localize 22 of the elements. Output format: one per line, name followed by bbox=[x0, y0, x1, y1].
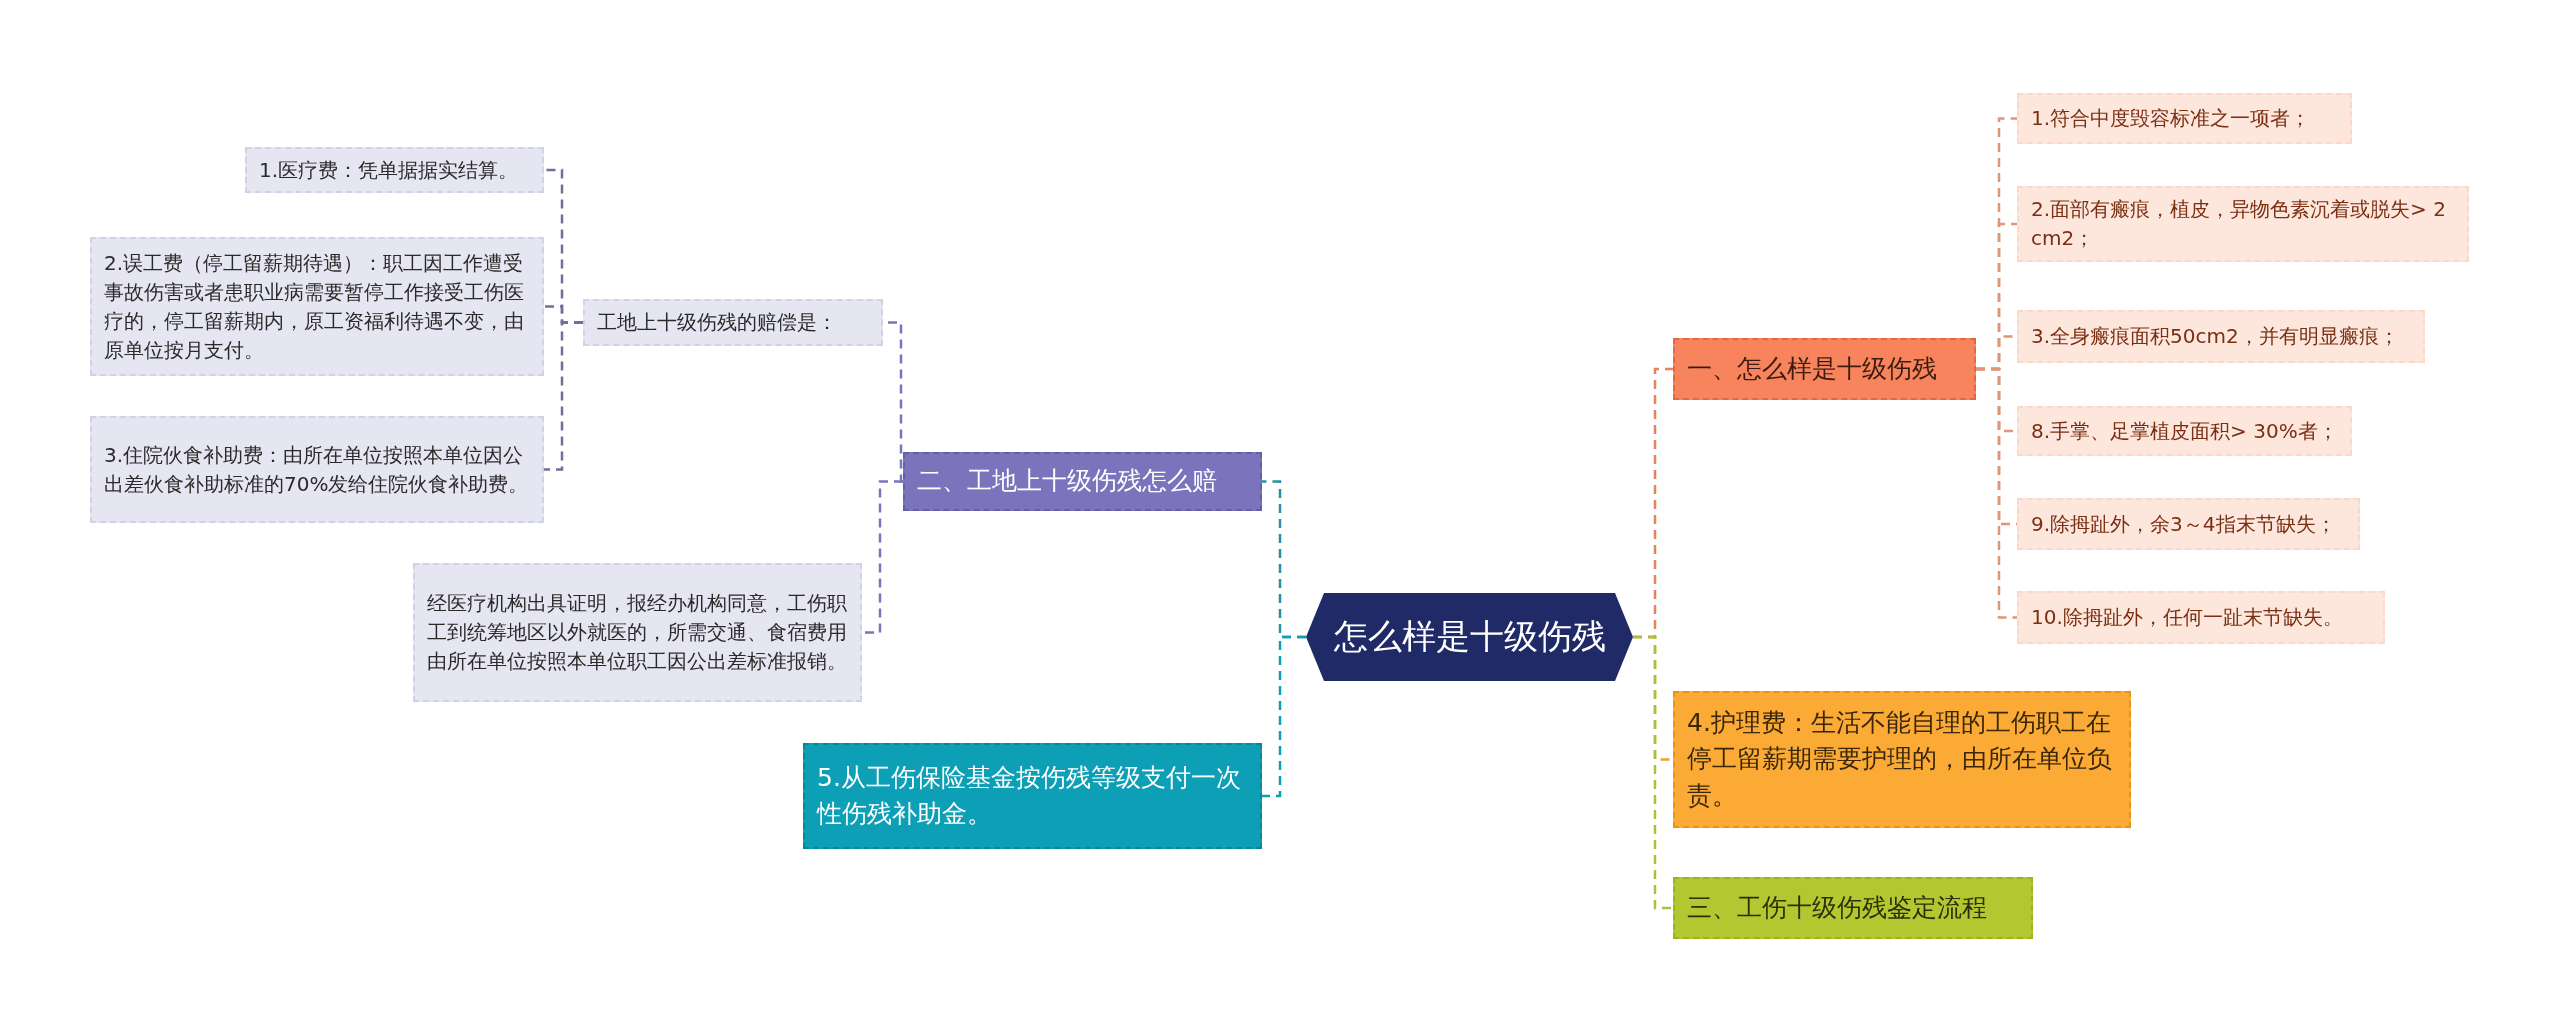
subtopic-box: 9.除拇趾外，余3～4指末节缺失； bbox=[2017, 498, 2360, 550]
subtopic-box: 8.手掌、足掌植皮面积> 30%者； bbox=[2017, 406, 2352, 456]
connector-line bbox=[1633, 635, 1673, 910]
subtopic-box: 3.住院伙食补助费：由所在单位按照本单位因公出差伙食补助标准的70%发给住院伙食补助费。 bbox=[90, 416, 544, 523]
subtopic-box: 2.面部有瘢痕，植皮，异物色素沉着或脱失> 2 cm2； bbox=[2017, 186, 2469, 262]
topic-box: 一、怎么样是十级伤残 bbox=[1673, 338, 1976, 400]
topic-box: 5.从工伤保险基金按伤残等级支付一次性伤残补助金。 bbox=[803, 743, 1262, 849]
connector-line bbox=[862, 480, 903, 634]
topic-box: 三、工伤十级伤残鉴定流程 bbox=[1673, 877, 2033, 939]
subtopic-box: 1.符合中度毁容标准之一项者； bbox=[2017, 93, 2352, 144]
central-topic: 怎么样是十级伤残 bbox=[1306, 593, 1633, 681]
subtopic-box: 工地上十级伤残的赔偿是： bbox=[583, 299, 883, 346]
subtopic-box: 3.全身瘢痕面积50cm2，并有明显瘢痕； bbox=[2017, 310, 2425, 363]
subtopic-box: 10.除拇趾外，任何一趾末节缺失。 bbox=[2017, 591, 2385, 644]
subtopic-box: 经医疗机构出具证明，报经办机构同意，工伤职工到统筹地区以外就医的，所需交通、食宿费用由所在单位按照本单位职工因公出差标准报销。 bbox=[413, 563, 862, 702]
connector-line bbox=[544, 321, 583, 471]
topic-box: 4.护理费：生活不能自理的工伤职工在停工留薪期需要护理的，由所在单位负责。 bbox=[1673, 691, 2131, 828]
connector-line bbox=[1262, 635, 1306, 798]
topic-box: 二、工地上十级伤残怎么赔 bbox=[903, 452, 1262, 511]
connector-line bbox=[1976, 367, 2017, 619]
subtopic-box: 1.医疗费：凭单据据实结算。 bbox=[245, 147, 544, 193]
subtopic-box: 2.误工费（停工留薪期待遇）：职工因工作遭受事故伤害或者患职业病需要暂停工作接受工伤医疗的，停工留薪期内，原工资福利待遇不变，由原单位按月支付。 bbox=[90, 237, 544, 376]
